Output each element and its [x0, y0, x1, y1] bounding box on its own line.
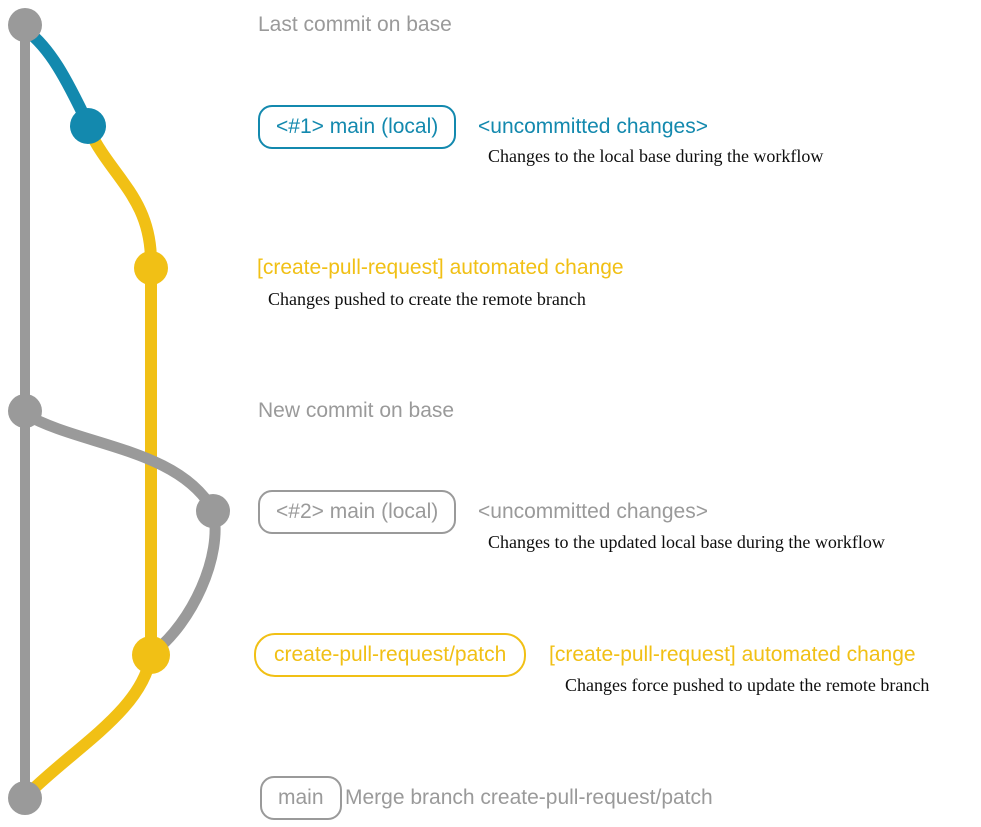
branch-tag-main-local-2: <#2> main (local) [258, 490, 457, 534]
patch-branch-yellow-merge [20, 649, 157, 802]
caption-uncommitted-changes-2: Changes to the updated local base during… [488, 532, 885, 552]
heading-last-commit-on-base: Last commit on base [258, 13, 452, 36]
commit-dot-automated-change-2 [132, 636, 170, 674]
heading-new-commit-on-base: New commit on base [258, 399, 455, 422]
patch-branch-yellow [83, 124, 157, 661]
commit-dot-merge [8, 781, 42, 815]
commit-dot-uncommitted-1 [70, 108, 106, 144]
title-uncommitted-changes-2: <uncommitted changes> [478, 500, 708, 523]
commit-dot-uncommitted-2 [196, 494, 230, 528]
git-graph [8, 8, 230, 815]
caption-automated-change-1: Changes pushed to create the remote bran… [268, 289, 586, 309]
caption-automated-change-2: Changes force pushed to update the remot… [565, 675, 930, 695]
branch-tag-create-pull-request-patch: create-pull-request/patch [254, 633, 527, 677]
commit-dot-automated-change-1 [134, 251, 168, 285]
local-changes-branch-blue [20, 24, 94, 130]
branch-tag-main-local-1: <#1> main (local) [258, 105, 457, 149]
title-automated-change-2: [create-pull-request] automated change [549, 643, 916, 666]
title-automated-change-1: [create-pull-request] automated change [257, 256, 624, 279]
commit-dot-new-base [8, 394, 42, 428]
title-uncommitted-changes-1: <uncommitted changes> [478, 115, 708, 138]
branch-tag-main: main [260, 776, 342, 820]
caption-uncommitted-changes-1: Changes to the local base during the wor… [488, 146, 824, 166]
updated-base-branch-gray [19, 408, 221, 657]
commit-dot-last-base [8, 8, 42, 42]
label-merge-branch: Merge branch create-pull-request/patch [345, 786, 713, 809]
